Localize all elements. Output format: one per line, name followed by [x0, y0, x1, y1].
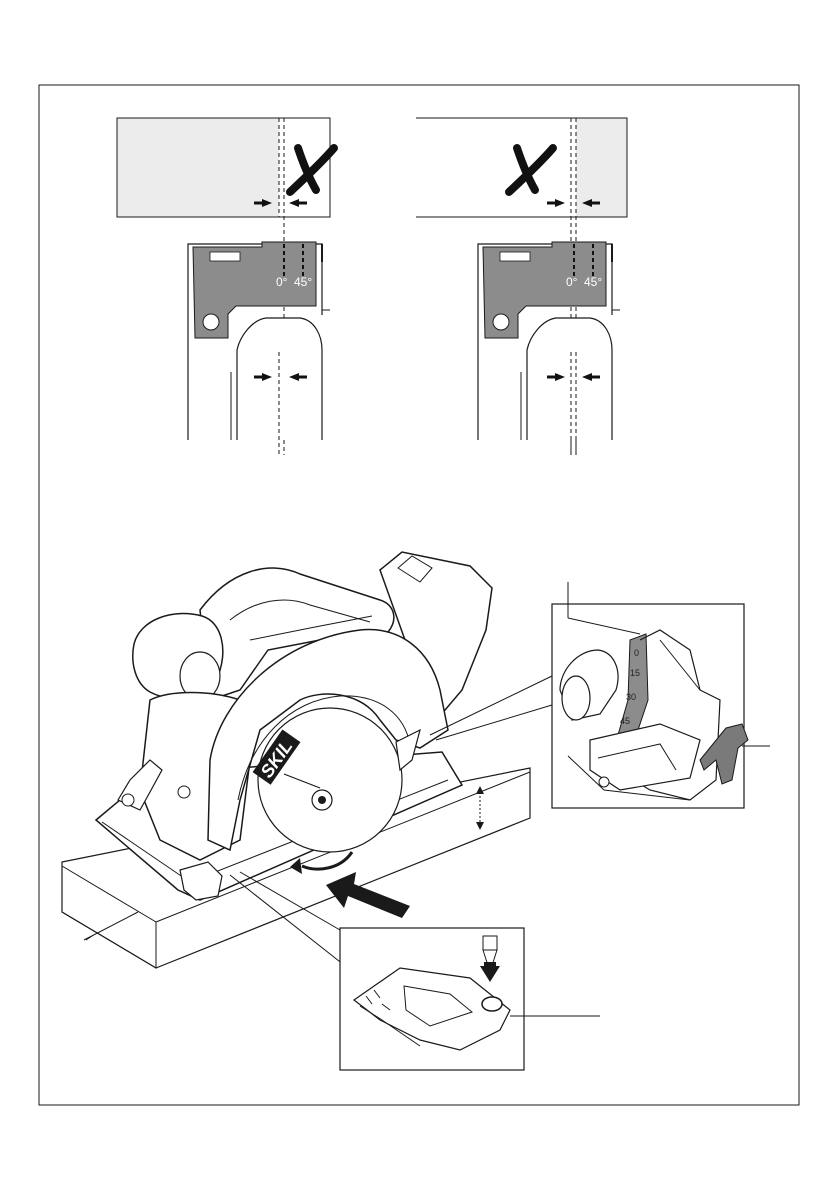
screw-icon — [203, 314, 219, 330]
screw-icon — [493, 314, 509, 330]
saw-body-right — [527, 318, 612, 440]
svg-text:0: 0 — [634, 648, 639, 658]
svg-text:15: 15 — [630, 668, 640, 678]
scale-label-45: 45° — [294, 275, 312, 289]
svg-text:45: 45 — [620, 716, 630, 726]
scale-label-45: 45° — [584, 275, 602, 289]
saw-blade — [258, 708, 402, 852]
left-alignment-panel: ✗ 0° 45° — [117, 118, 334, 455]
svg-text:30: 30 — [626, 692, 636, 702]
right-alignment-panel: ✗ 0° 45° — [412, 116, 627, 455]
scale-label-0: 0° — [276, 275, 288, 289]
saw-body-left — [237, 318, 322, 440]
circular-saw-illustration: SKIL — [62, 552, 552, 968]
bevel-scale-inset: 0 15 30 45 — [552, 582, 770, 808]
adjustment-screw-icon — [482, 997, 502, 1011]
guide-plate-inset — [340, 928, 600, 1070]
scale-label-0: 0° — [566, 275, 578, 289]
